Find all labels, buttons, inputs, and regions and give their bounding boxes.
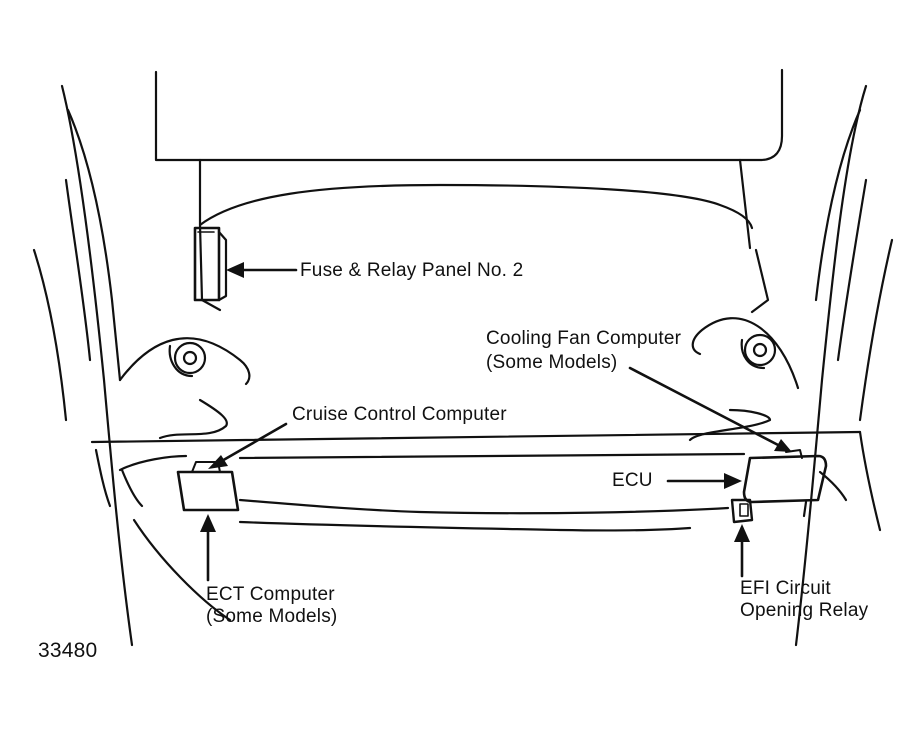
- cruise-control-computer-component: [176, 461, 240, 512]
- label-cooling-fan-models: (Some Models): [486, 352, 618, 373]
- fuse-relay-panel-component: [193, 226, 228, 302]
- arrow-ect-computer: [200, 514, 216, 582]
- label-fuse-relay-panel: Fuse & Relay Panel No. 2: [300, 260, 524, 281]
- left-screw-boss: [168, 341, 207, 378]
- figure-number: 33480: [38, 639, 98, 662]
- right-screw-boss: [740, 333, 777, 370]
- label-efi-opening-relay: Opening Relay: [740, 600, 869, 621]
- label-cruise-control-computer: Cruise Control Computer: [292, 404, 507, 425]
- floor-panel: [90, 317, 882, 532]
- label-cooling-fan-computer: Cooling Fan Computer: [486, 328, 682, 349]
- arrow-ecu: [666, 473, 742, 489]
- arrow-cooling-fan: [628, 366, 792, 452]
- lower-ledge: [118, 452, 848, 622]
- cabin-outline: [32, 84, 894, 647]
- label-ect-computer: ECT Computer: [206, 584, 335, 605]
- label-ect-models: (Some Models): [206, 606, 338, 627]
- arrow-fuse-relay-panel: [226, 262, 298, 278]
- arrow-cruise-control: [208, 422, 288, 469]
- upper-console: [154, 68, 784, 314]
- label-efi-circuit: EFI Circuit: [740, 578, 831, 599]
- arrow-efi-relay: [734, 524, 750, 578]
- label-ecu: ECU: [612, 470, 653, 491]
- efi-relay-component: [730, 498, 754, 524]
